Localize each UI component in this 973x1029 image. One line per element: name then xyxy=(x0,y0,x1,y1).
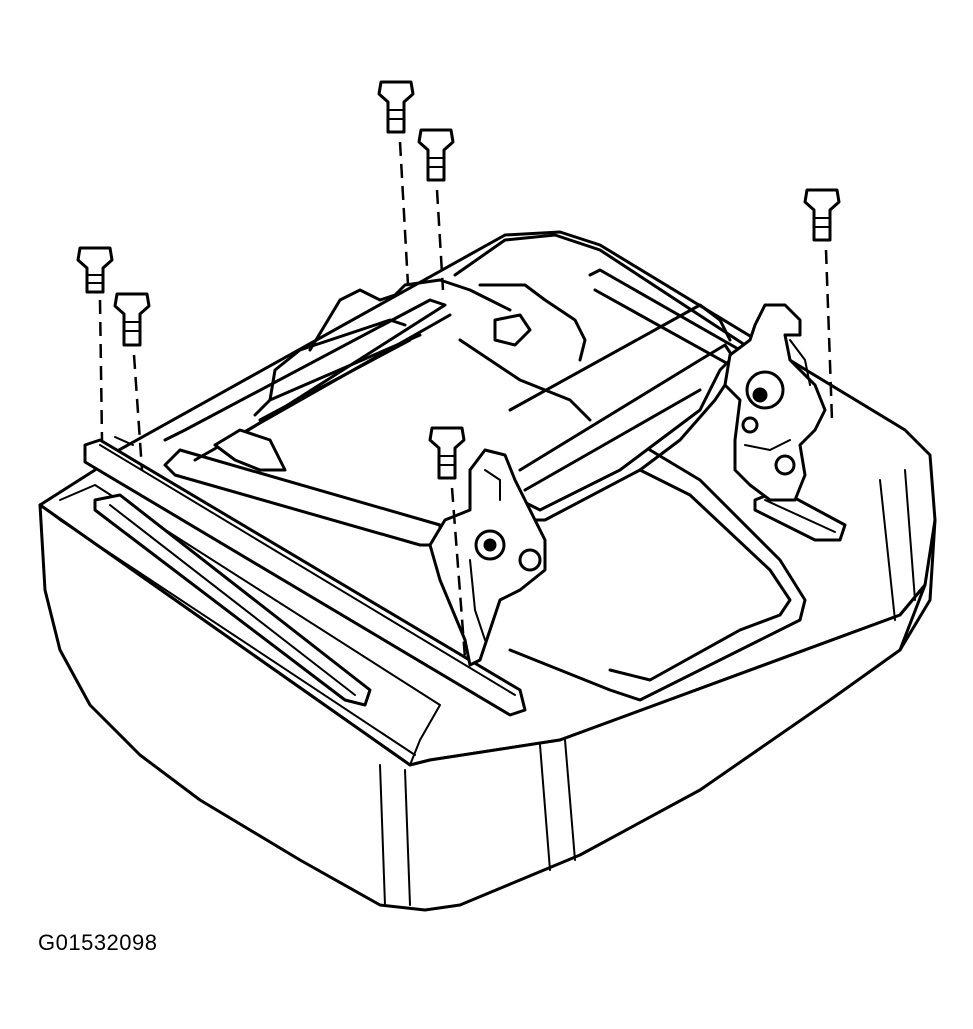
center-hinge-bracket xyxy=(428,448,547,667)
bolt-rear-left-1 xyxy=(377,80,415,286)
bolt-front-left-1 xyxy=(76,246,114,441)
bolt-rear-right xyxy=(803,188,841,421)
recliner-mechanism xyxy=(723,303,827,502)
figure-code: G01532098 xyxy=(38,930,158,955)
bolt-rear-left-2 xyxy=(417,128,455,291)
front-seat-rail xyxy=(83,436,527,717)
bolt-front-left-2 xyxy=(113,292,151,471)
bolt-center xyxy=(428,426,467,659)
seat-track-frame xyxy=(163,233,847,702)
